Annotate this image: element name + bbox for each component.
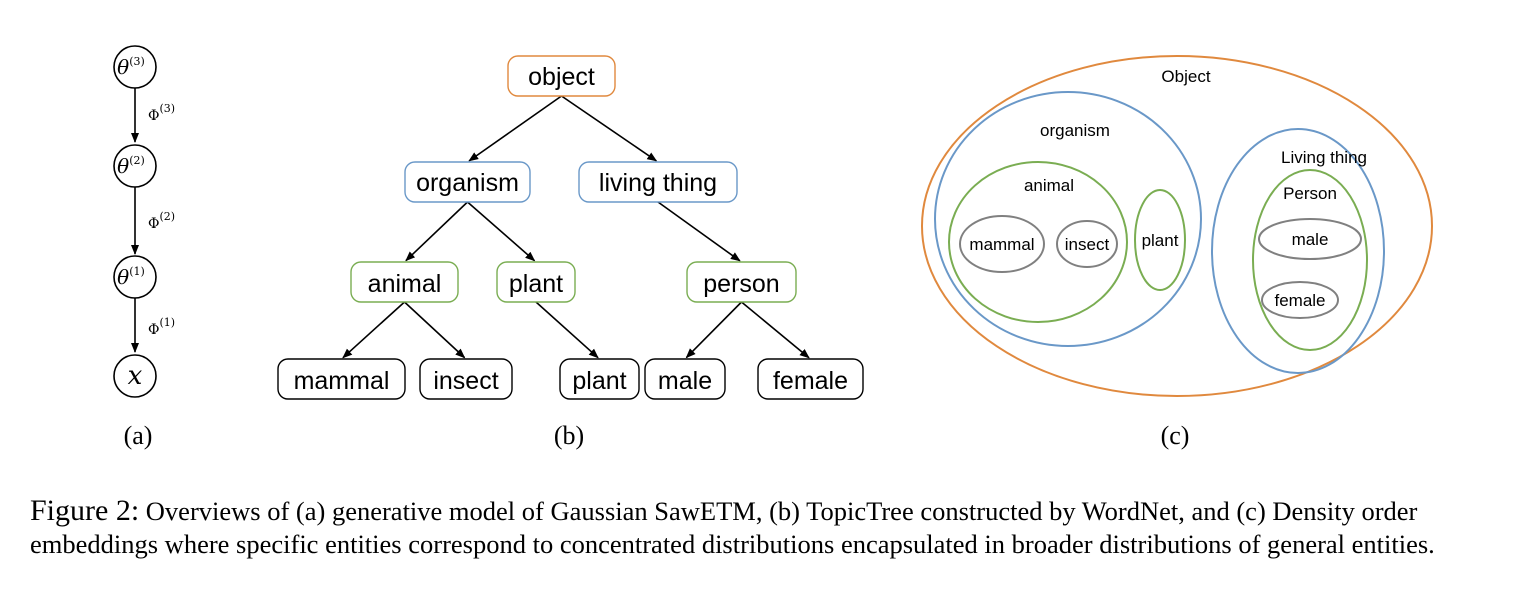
svg-text:Φ(3): Φ(3): [148, 102, 175, 124]
region-object: [921, 55, 1433, 397]
tree-edge-object-to-living-thing: [561, 95, 658, 162]
node-theta-2-sup: (2): [129, 154, 145, 167]
tree-node-plant-mid-label: plant: [509, 270, 563, 298]
tree-node-insect: insect: [419, 358, 513, 400]
node-theta-1-sup: (1): [129, 265, 145, 278]
node-theta-2: θ(2): [113, 144, 157, 188]
tree-node-object: object: [507, 55, 616, 97]
svg-text:Φ(1): Φ(1): [148, 316, 175, 338]
node-theta-1: θ(1): [113, 255, 157, 299]
panel-b-topic-tree: object organism living thing animal plan…: [277, 55, 864, 450]
phi-1-sup: (1): [159, 316, 175, 329]
caption-text: Overviews of (a) generative model of Gau…: [30, 496, 1435, 559]
region-female-label: female: [1274, 291, 1325, 310]
tree-node-insect-label: insect: [433, 367, 498, 395]
tree-node-plant-mid: plant: [496, 261, 576, 303]
region-object-label: Object: [1161, 67, 1210, 86]
caption-figure-number: Figure 2:: [30, 494, 140, 527]
tree-node-plant-leaf: plant: [559, 358, 640, 400]
tree-edges: [342, 95, 810, 359]
panel-c-density-embeddings: Object organism animal mammal insect pla…: [921, 55, 1433, 450]
node-theta-3-sup: (3): [129, 55, 145, 68]
tree-edge-person-to-male: [685, 301, 743, 359]
tree-edge-animal-to-insect: [403, 301, 466, 359]
region-mammal-label: mammal: [969, 235, 1034, 254]
region-insect-label: insect: [1065, 235, 1110, 254]
phi-1-symbol: Φ: [148, 322, 159, 338]
tree-node-animal: animal: [350, 261, 459, 303]
tree-edge-plant-mid-to-plant-leaf: [535, 301, 599, 359]
phi-3-sup: (3): [159, 102, 175, 115]
panel-a-label: (a): [124, 421, 153, 450]
region-insect: [1056, 220, 1118, 268]
node-theta-2-symbol: θ: [117, 154, 129, 178]
tree-edge-living-thing-to-person: [657, 201, 741, 262]
panel-a-generative-model: θ(3) θ(2) θ(1) x Φ(3) Φ(2) Φ(1) (a): [113, 45, 175, 450]
region-mammal: [959, 215, 1045, 273]
node-x-symbol: x: [128, 361, 143, 391]
tree-node-organism: organism: [404, 161, 531, 203]
tree-node-male-label: male: [658, 367, 712, 395]
region-animal-label: animal: [1024, 176, 1074, 195]
figure-2: θ(3) θ(2) θ(1) x Φ(3) Φ(2) Φ(1) (a) obje…: [113, 45, 1433, 450]
region-organism-label: organism: [1040, 121, 1110, 140]
tree-node-person: person: [686, 261, 797, 303]
phi-3-symbol: Φ: [148, 108, 159, 124]
tree-edge-organism-to-plant-mid: [466, 201, 536, 262]
figure-caption: Figure 2: Overviews of (a) generative mo…: [30, 494, 1510, 561]
region-animal: [948, 161, 1128, 323]
svg-text:θ(3): θ(3): [117, 55, 145, 79]
tree-node-female-label: female: [773, 367, 848, 395]
tree-node-female: female: [757, 358, 864, 400]
tree-node-animal-label: animal: [368, 270, 442, 298]
node-x: x: [113, 354, 157, 398]
tree-node-person-label: person: [703, 270, 779, 298]
svg-text:Φ(2): Φ(2): [148, 210, 175, 232]
panel-c-label: (c): [1161, 421, 1190, 450]
region-organism: [934, 91, 1202, 347]
node-theta-3: θ(3): [113, 45, 157, 89]
tree-node-organism-label: organism: [416, 169, 519, 197]
phi-2-sup: (2): [159, 210, 175, 223]
svg-text:θ(2): θ(2): [117, 154, 145, 178]
phi-2-symbol: Φ: [148, 216, 159, 232]
node-theta-1-symbol: θ: [117, 265, 129, 289]
region-person-label: Person: [1283, 184, 1337, 203]
region-male: [1258, 218, 1362, 260]
tree-edge-animal-to-mammal: [342, 301, 406, 359]
region-living-thing-label: Living thing: [1281, 148, 1367, 167]
tree-edge-organism-to-animal: [405, 201, 469, 262]
region-female: [1261, 281, 1339, 319]
region-male-label: male: [1292, 230, 1329, 249]
tree-node-mammal-label: mammal: [294, 367, 390, 395]
tree-node-living-thing-label: living thing: [599, 169, 717, 197]
region-plant: [1134, 189, 1186, 291]
tree-node-living-thing: living thing: [578, 161, 738, 203]
region-person: [1252, 169, 1368, 351]
panel-b-label: (b): [554, 421, 584, 450]
region-plant-label: plant: [1142, 231, 1179, 250]
tree-edge-person-to-female: [740, 301, 810, 359]
tree-edge-object-to-organism: [468, 95, 562, 162]
tree-node-male: male: [644, 358, 726, 400]
tree-node-mammal: mammal: [277, 358, 406, 400]
node-theta-3-symbol: θ: [117, 55, 129, 79]
svg-text:θ(1): θ(1): [117, 265, 145, 289]
tree-node-plant-leaf-label: plant: [572, 367, 626, 395]
tree-node-object-label: object: [528, 63, 595, 91]
region-living-thing: [1211, 128, 1385, 374]
